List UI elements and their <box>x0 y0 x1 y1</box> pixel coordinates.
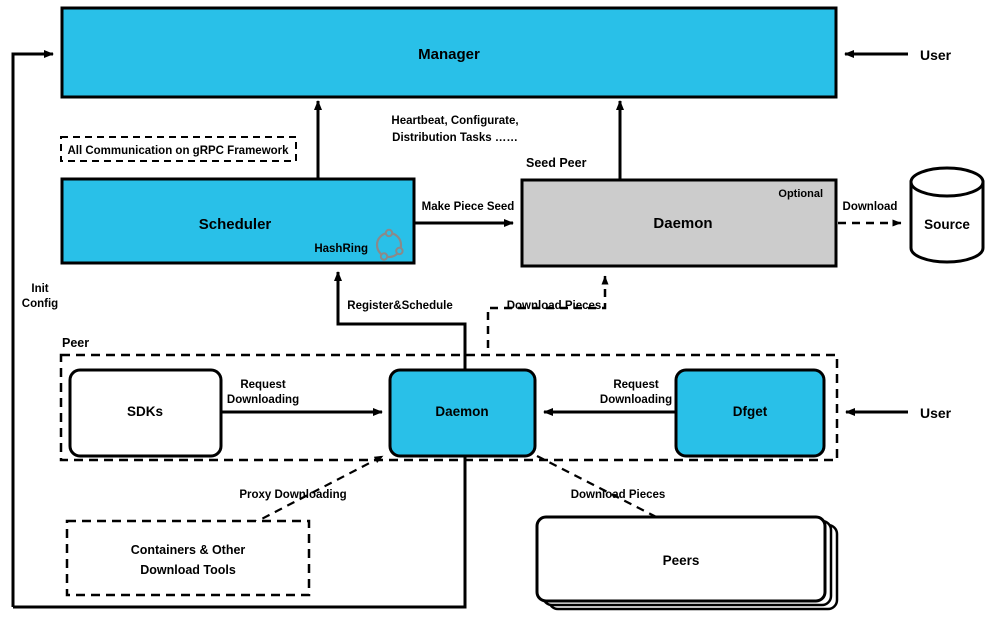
edge-peer-daemon-to-seed-daemon: Download Pieces <box>486 275 609 348</box>
node-manager[interactable]: Manager <box>60 6 838 99</box>
group-seed-peer-label: Seed Peer <box>526 156 587 170</box>
node-containers-label-2: Download Tools <box>140 563 236 577</box>
node-containers-and-download-tools[interactable]: Containers & Other Download Tools <box>65 519 311 597</box>
node-seed-peer-daemon-label: Daemon <box>653 215 712 232</box>
edge-seed-daemon-to-source: Download <box>838 201 902 227</box>
node-sdks-label: SDKs <box>127 404 163 419</box>
edge-register-schedule-label: Register&Schedule <box>347 300 452 312</box>
node-peer-daemon-label: Daemon <box>435 404 488 419</box>
edge-download-pieces-top-label: Download Pieces <box>507 300 602 312</box>
node-scheduler[interactable]: Scheduler HashRing <box>60 177 416 265</box>
node-seed-peer-daemon-badge: Optional <box>778 188 823 200</box>
edge-scheduler-to-seed-daemon: Make Piece Seed <box>414 201 515 227</box>
node-scheduler-badge-label: HashRing <box>314 243 368 255</box>
node-manager-label: Manager <box>418 46 480 63</box>
edge-sdks-to-peer-daemon: Request Downloading <box>221 379 383 416</box>
edge-containers-to-peer-daemon: Proxy Downloading <box>239 455 384 526</box>
actor-user-top-label: User <box>920 47 952 63</box>
edge-sdks-request-label-2: Downloading <box>227 394 299 406</box>
edge-heartbeat-label-2: Distribution Tasks …… <box>392 132 518 144</box>
edge-make-piece-seed-label: Make Piece Seed <box>422 201 515 213</box>
note-grpc-framework-label: All Communication on gRPC Framework <box>67 145 289 157</box>
actor-user-bottom-label: User <box>920 405 952 421</box>
edge-init-config-to-manager: Init Config <box>11 50 58 607</box>
group-peer-label: Peer <box>62 336 89 350</box>
edge-peer-daemon-to-scheduler: Register&Schedule <box>334 271 467 370</box>
edge-peer-daemon-to-peers: Download Pieces <box>536 455 673 526</box>
node-sdks[interactable]: SDKs <box>68 368 223 458</box>
edge-dfget-request-label-2: Downloading <box>600 394 672 406</box>
node-source-label: Source <box>924 217 970 232</box>
edge-user-to-dfget: User <box>845 405 952 421</box>
edge-dfget-to-peer-daemon: Request Downloading <box>543 379 676 416</box>
edge-user-to-manager-right: User <box>844 47 952 63</box>
edge-seed-daemon-to-manager: Heartbeat, Configurate, Distribution Tas… <box>391 100 624 180</box>
group-seed-peer: Seed Peer <box>526 156 587 170</box>
edge-download-pieces-bottom-label: Download Pieces <box>571 489 666 501</box>
edge-peer-daemon-bottom-rail <box>13 456 467 609</box>
edge-sdks-request-label-1: Request <box>240 379 286 391</box>
node-scheduler-label: Scheduler <box>199 216 272 233</box>
hashring-icon <box>375 228 404 261</box>
edge-init-config-label-1: Init <box>31 283 48 295</box>
node-dfget[interactable]: Dfget <box>674 368 826 458</box>
node-seed-peer-daemon[interactable]: Daemon Optional <box>520 178 838 268</box>
group-peer: Peer <box>59 336 839 462</box>
node-peers-label: Peers <box>663 553 700 568</box>
node-source[interactable]: Source <box>909 166 985 264</box>
edge-proxy-downloading-label: Proxy Downloading <box>239 489 346 501</box>
node-peer-daemon[interactable]: Daemon <box>388 368 537 458</box>
edge-download-label: Download <box>843 201 898 213</box>
note-grpc-framework: All Communication on gRPC Framework <box>60 136 297 162</box>
node-containers-label-1: Containers & Other <box>131 543 246 557</box>
node-peers[interactable]: Peers <box>535 515 839 611</box>
edge-heartbeat-label-1: Heartbeat, Configurate, <box>391 115 518 127</box>
node-dfget-label: Dfget <box>733 404 768 419</box>
edge-init-config-label-2: Config <box>22 298 58 310</box>
edge-dfget-request-label-1: Request <box>613 379 659 391</box>
